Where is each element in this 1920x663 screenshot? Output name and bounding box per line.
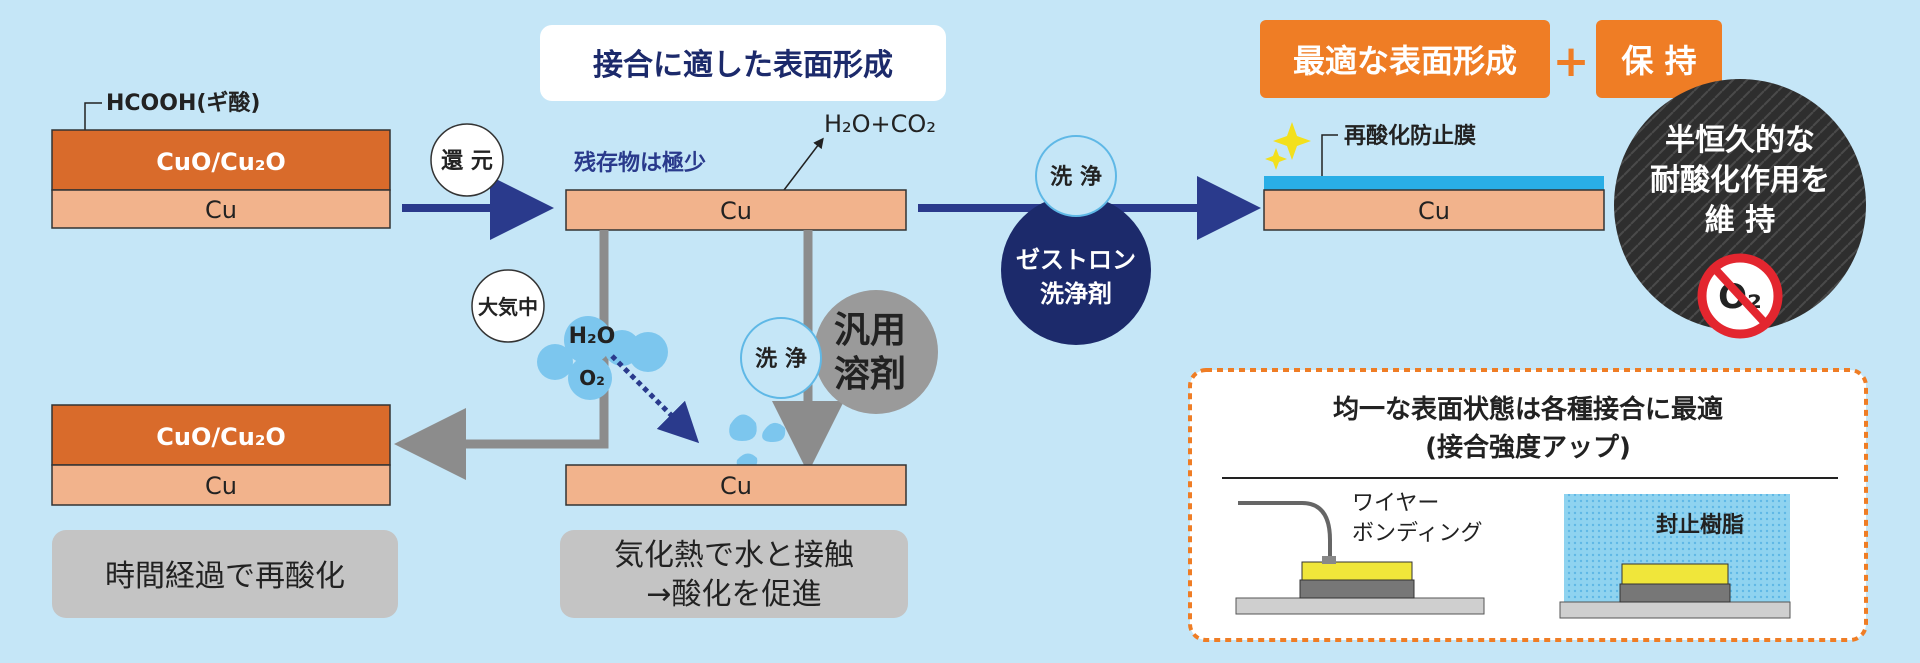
byproduct-arrow [783,137,824,191]
generic-solvent-line2: 溶剤 [834,354,906,395]
cu-layer-center-bottom [565,464,907,506]
cu-layer-bottom-left [51,464,391,506]
wash-label-generic: 洗 浄 [755,346,807,372]
plus-sign: + [1553,36,1590,87]
residue-label: 残存物は極少 [574,150,706,176]
moisture-cloud-icon [537,316,668,400]
atmosphere-badge [471,269,545,343]
reoxidation-caption-box [52,530,398,618]
optimal-surface-box [1260,20,1550,98]
reox-film-leader [1321,134,1338,180]
title-bonding-box [540,25,946,101]
semi-permanent-line2: 耐酸化作用を [1650,163,1830,198]
h2o-label: H₂O [569,324,616,349]
wash-badge-generic [740,317,822,399]
cu-label-bottom-left: Cu [205,472,237,500]
reduction-label: 還 元 [441,149,493,174]
evaporation-caption-line2: →酸化を促進 [646,577,821,612]
zestron-badge [1001,195,1151,345]
evaporation-caption-line1: 気化熱で水と接触 [614,538,854,573]
reduction-badge [430,123,504,197]
reoxidation-caption: 時間経過で再酸化 [105,559,345,594]
sparkle-icon [1265,122,1311,170]
wire-bonding-line2: ボンディング [1352,521,1482,546]
title-bonding: 接合に適した表面形成 [593,48,893,83]
generic-solvent-badge [814,290,938,414]
oxide-label-top-left: CuO/Cu₂O [156,148,285,176]
oxide-layer-top-left [51,129,391,191]
o2-label: O₂ [579,366,605,390]
wire-bonding-illustration [1235,501,1485,615]
retention-box [1596,20,1722,98]
generic-solvent-line1: 汎用 [834,310,906,351]
encapsulation-illustration [1559,494,1791,619]
evaporation-caption-box [560,530,908,618]
optimal-surface-label: 最適な表面形成 [1293,42,1517,80]
oxide-layer-bottom-left [51,404,391,466]
retention-label: 保 持 [1621,42,1696,80]
zestron-label-line1: ゼストロン [1016,246,1136,274]
wire-bonding-line1: ワイヤー [1352,491,1439,516]
atmosphere-label: 大気中 [478,295,538,319]
zestron-label-line2: 洗浄剤 [1040,280,1112,308]
cu-layer-center-top [565,189,907,231]
oxide-label-bottom-left: CuO/Cu₂O [156,423,285,451]
no-oxygen-icon: O₂ [1697,253,1783,339]
semi-permanent-line3: 維 持 [1705,203,1775,238]
wash-label-zestron: 洗 浄 [1050,164,1102,190]
semi-permanent-line1: 半恒久的な [1665,123,1815,158]
cu-layer-right [1263,189,1605,231]
semi-permanent-disk [1614,79,1866,331]
reoxidation-path [394,230,609,480]
benefit-title-line2: (接合強度アップ) [1425,432,1631,463]
cu-label-center-bottom: Cu [720,472,752,500]
formic-acid-label: HCOOH(ギ酸) [106,91,260,116]
benefit-title-line1: 均一な表面状態は各種接合に最適 [1333,394,1723,425]
cu-label-center-top: Cu [720,197,752,225]
reox-film-label: 再酸化防止膜 [1344,123,1476,149]
cu-label-top-left: Cu [205,196,237,224]
water-droplet-icon [729,414,786,470]
reox-film-layer [1264,176,1604,190]
cu-label-right: Cu [1418,197,1450,225]
moisture-attack-arrow [610,354,700,444]
cu-layer-top-left [51,189,391,229]
encapsulation-label: 封止樹脂 [1656,512,1744,538]
wash-badge-zestron [1035,135,1117,217]
byproduct-label: H₂O+CO₂ [824,110,936,138]
